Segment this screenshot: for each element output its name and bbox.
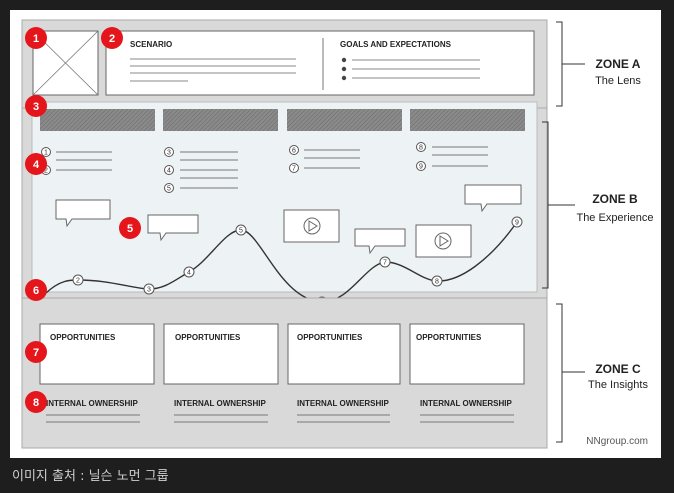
opportunities-label-4: OPPORTUNITIES [416,333,482,342]
svg-text:8: 8 [419,145,423,152]
actions-lists: 1 2 3 4 5 6 7 8 9 [41,142,488,193]
svg-text:5: 5 [239,228,243,235]
ownership-sections: INTERNAL OWNERSHIP INTERNAL OWNERSHIP IN… [46,399,514,423]
zone-b-bracket: ZONE B The Experience [542,121,654,289]
video-placeholders [283,209,472,258]
svg-text:3: 3 [33,101,39,113]
scenario-label: SCENARIO [130,40,172,49]
svg-text:9: 9 [419,164,423,171]
svg-text:7: 7 [383,260,387,267]
ownership-label-2: INTERNAL OWNERSHIP [174,399,267,408]
journey-map-figure: SCENARIO GOALS AND EXPECTATIONS 1 2 [10,10,661,458]
svg-text:4: 4 [187,270,191,277]
svg-text:2: 2 [109,33,115,45]
section-badges: 1 2 3 4 5 6 7 8 [25,27,141,413]
ownership-label-1: INTERNAL OWNERSHIP [46,399,139,408]
brand-label: NNgroup.com [586,436,648,447]
svg-text:3: 3 [147,287,151,294]
svg-text:1: 1 [33,33,39,45]
svg-text:2: 2 [44,168,48,175]
zone-c: OPPORTUNITIES OPPORTUNITIES OPPORTUNITIE… [21,297,548,449]
zone-a-title: ZONE A [596,57,641,71]
opportunities-label-2: OPPORTUNITIES [175,333,241,342]
svg-text:6: 6 [292,148,296,155]
svg-text:7: 7 [33,347,39,359]
zone-a-subtitle: The Lens [595,75,641,87]
zone-a: SCENARIO GOALS AND EXPECTATIONS [21,19,548,109]
zone-c-title: ZONE C [595,362,641,376]
svg-text:6: 6 [33,285,39,297]
zone-b-title: ZONE B [592,192,638,206]
phase-bars [40,109,525,131]
opportunities-label-3: OPPORTUNITIES [297,333,363,342]
emotion-curve [45,221,518,303]
svg-text:2: 2 [76,278,80,285]
zone-a-bracket: ZONE A The Lens [556,21,641,107]
svg-text:3: 3 [167,150,171,157]
svg-text:4: 4 [167,168,171,175]
ownership-label-3: INTERNAL OWNERSHIP [297,399,390,408]
svg-text:1: 1 [44,150,48,157]
zone-b: 1 2 3 4 5 6 7 8 9 [21,101,548,308]
goals-label: GOALS AND EXPECTATIONS [340,40,452,49]
svg-text:5: 5 [127,223,133,235]
svg-text:9: 9 [515,220,519,227]
ownership-label-4: INTERNAL OWNERSHIP [420,399,513,408]
svg-text:8: 8 [33,397,39,409]
opportunity-boxes: OPPORTUNITIES OPPORTUNITIES OPPORTUNITIE… [39,323,525,385]
opportunities-label-1: OPPORTUNITIES [50,333,116,342]
zone-c-bracket: ZONE C The Insights [556,303,648,443]
zone-b-subtitle: The Experience [576,212,653,224]
svg-text:8: 8 [435,279,439,286]
svg-text:4: 4 [33,159,40,171]
zone-c-subtitle: The Insights [588,379,648,391]
svg-text:7: 7 [292,166,296,173]
image-source-caption: 이미지 출처 : 닐슨 노먼 그룹 [12,469,169,484]
thought-bubbles [55,184,522,255]
svg-text:5: 5 [167,186,171,193]
